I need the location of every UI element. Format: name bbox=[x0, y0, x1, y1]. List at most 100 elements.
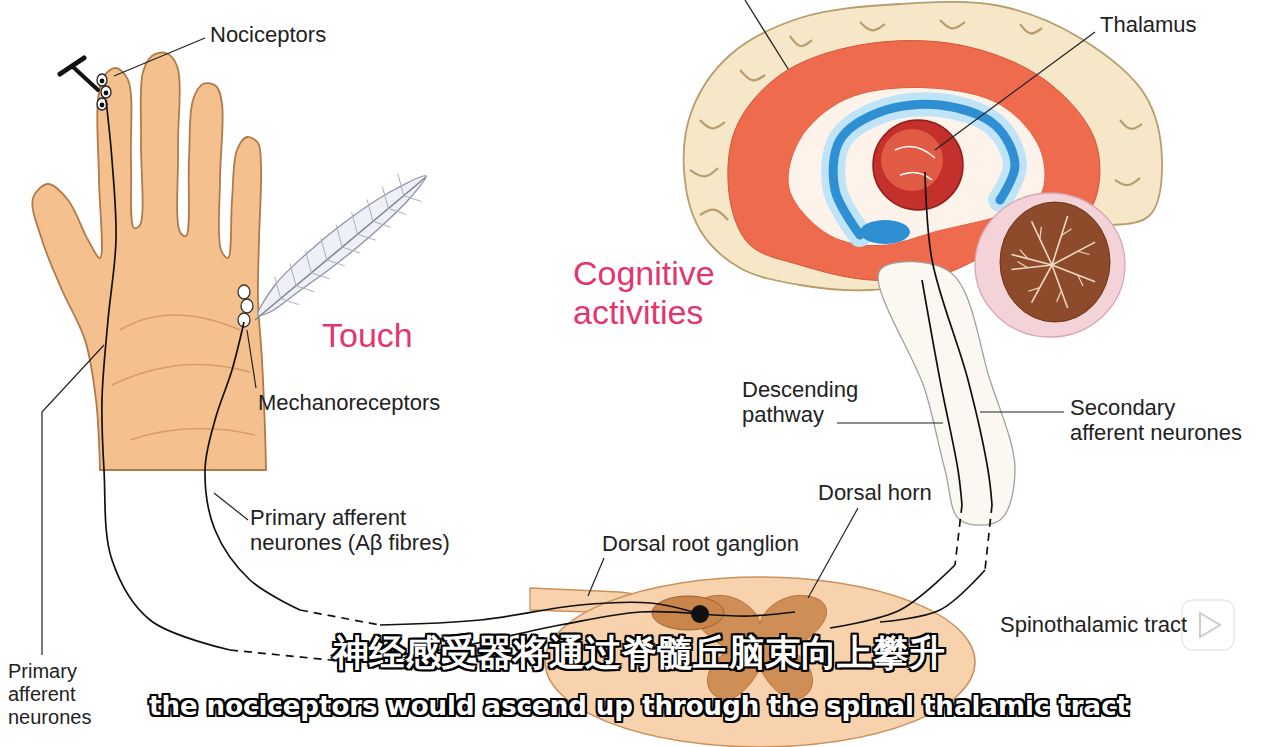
gyrus-line bbox=[1020, 24, 1042, 33]
nociceptor-fibre bbox=[102, 100, 230, 650]
feather-barb bbox=[398, 174, 404, 196]
gyrus-line bbox=[1120, 120, 1142, 129]
leader-line bbox=[588, 558, 604, 596]
descending-pathway bbox=[955, 505, 962, 565]
hand-outline bbox=[32, 53, 266, 470]
feather-barb bbox=[296, 286, 314, 292]
play-triangle bbox=[1200, 613, 1220, 637]
arbor-vitae bbox=[1057, 291, 1062, 302]
thalamus-nucleus bbox=[881, 129, 943, 191]
nociceptor-ending bbox=[97, 74, 107, 86]
feather-barb bbox=[305, 251, 311, 273]
lateral-ventricle bbox=[833, 104, 1015, 235]
ventricle-fill bbox=[833, 104, 1015, 235]
cerebellum-surround bbox=[975, 193, 1125, 337]
pathway-label: Primary afferent neurones bbox=[8, 660, 126, 729]
wrist-crease bbox=[130, 429, 255, 440]
arbor-vitae bbox=[1012, 265, 1052, 270]
thalamus bbox=[873, 120, 963, 210]
feather-barb bbox=[336, 225, 342, 247]
arbor-vitae bbox=[1052, 265, 1068, 308]
nociceptor-dot bbox=[100, 103, 105, 108]
abeta-fibre bbox=[205, 322, 300, 610]
feather-barb bbox=[382, 186, 388, 208]
feather-barb bbox=[342, 247, 360, 253]
feather-barb bbox=[281, 299, 299, 305]
gyrus-line bbox=[700, 210, 728, 220]
leader-line bbox=[837, 422, 943, 423]
ventricle-horn bbox=[860, 220, 910, 244]
feather-barb bbox=[311, 273, 329, 279]
thalamus-detail bbox=[895, 146, 935, 180]
gyrus-line bbox=[1115, 178, 1140, 185]
part-label: Thalamus bbox=[1100, 12, 1197, 37]
pathway-label: Descending pathway bbox=[742, 377, 892, 428]
feather-barb bbox=[373, 221, 391, 227]
palm-crease bbox=[120, 315, 240, 330]
subtitle-chinese: 神经感受器将通过脊髓丘脑束向上攀升 bbox=[0, 632, 1278, 673]
subtitle-english: the nociceptors would ascend up through … bbox=[0, 692, 1278, 722]
arbor-vitae bbox=[1052, 242, 1095, 265]
arbor-vitae bbox=[1061, 229, 1071, 236]
arbor-vitae bbox=[1032, 221, 1052, 265]
arbor-vitae bbox=[1040, 227, 1042, 239]
leader-line bbox=[114, 38, 205, 76]
pathway-label: Secondary afferent neurones bbox=[1070, 395, 1250, 446]
arbor-vitae bbox=[1028, 288, 1039, 292]
abeta-fibre bbox=[380, 602, 700, 625]
mechanoreceptor bbox=[241, 299, 253, 313]
nociceptor-ending bbox=[97, 98, 107, 110]
nociceptor-dot bbox=[100, 79, 105, 84]
arbor-vitae bbox=[1017, 262, 1027, 268]
part-label: Nociceptors bbox=[210, 22, 326, 47]
arbor-vitae bbox=[1078, 275, 1083, 286]
leader-line bbox=[247, 330, 256, 388]
pathway-label: Primary afferent neurones (Aβ fibres) bbox=[250, 505, 485, 556]
feather-barb bbox=[290, 264, 296, 286]
leader-line bbox=[980, 411, 1064, 412]
nociceptor-ending bbox=[101, 86, 111, 98]
function-label: Cognitive activities bbox=[573, 254, 768, 332]
pin-shaft bbox=[72, 66, 98, 90]
feather-quill bbox=[255, 177, 426, 320]
leader-line bbox=[42, 345, 104, 655]
arbor-vitae bbox=[1052, 265, 1095, 282]
gyrus-line bbox=[940, 20, 965, 28]
part-label: Dorsal root ganglion bbox=[602, 531, 799, 556]
leader-line bbox=[214, 493, 248, 520]
arbor-vitae bbox=[1012, 254, 1052, 265]
spinothalamic-tract bbox=[985, 505, 992, 570]
feather-barb bbox=[404, 196, 422, 202]
stimulus-label: Touch bbox=[322, 316, 413, 355]
feather-vane bbox=[258, 176, 426, 316]
feather-barb bbox=[275, 277, 281, 299]
spinothalamic-tract bbox=[925, 172, 992, 505]
feather-barb bbox=[327, 260, 345, 266]
gyrus-line bbox=[700, 120, 725, 128]
arbor-vitae bbox=[1020, 250, 1028, 259]
leader-line bbox=[808, 508, 858, 598]
part-label: Dorsal horn bbox=[818, 480, 932, 505]
gyrus-line bbox=[740, 70, 765, 80]
leader-line bbox=[745, 0, 790, 72]
nociceptor-dot bbox=[104, 91, 109, 96]
gyrus-line bbox=[790, 36, 812, 46]
part-label: Mechanoreceptors bbox=[258, 390, 440, 415]
cerebellum bbox=[1000, 202, 1110, 322]
descending-pathway bbox=[830, 565, 955, 628]
feather-barb bbox=[388, 208, 406, 214]
play-button bbox=[1182, 600, 1234, 650]
dorsal-horn-connection bbox=[700, 612, 795, 616]
leader-line bbox=[935, 32, 1095, 150]
feather-barb bbox=[358, 234, 376, 240]
mechanoreceptor bbox=[238, 285, 250, 299]
arbor-vitae bbox=[1078, 251, 1090, 254]
gyrus-line bbox=[860, 22, 885, 30]
feather-barb bbox=[367, 199, 373, 221]
arbor-vitae bbox=[1032, 265, 1052, 303]
spinothalamic-tract bbox=[880, 570, 985, 622]
ganglion-cell-body bbox=[691, 605, 709, 623]
gyrus-line bbox=[690, 168, 718, 176]
